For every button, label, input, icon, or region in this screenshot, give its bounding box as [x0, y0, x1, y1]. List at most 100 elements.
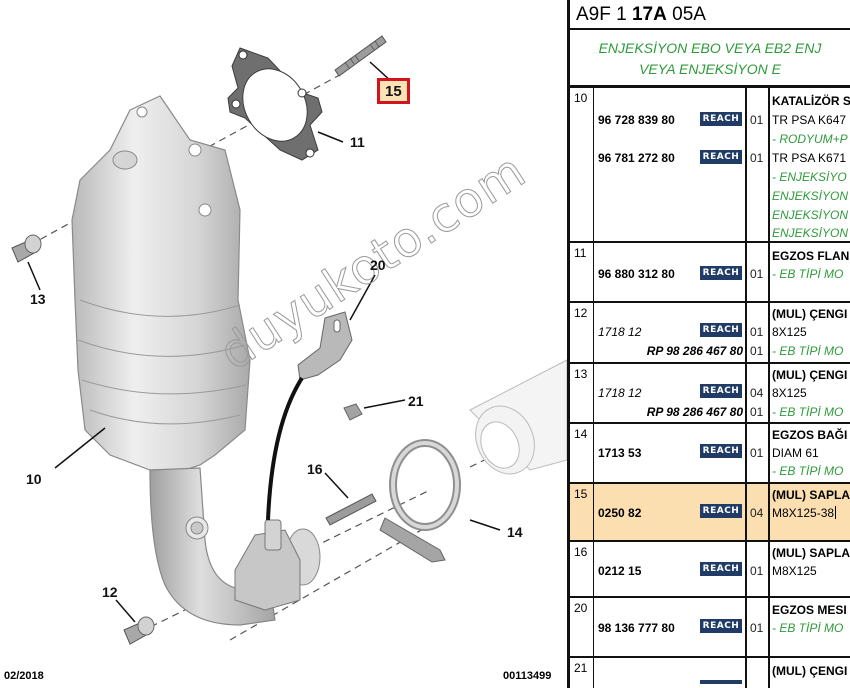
table-row-14[interactable]: 14 1713 53 REACH 01 EGZOS BAĞI DIAM 61 -…: [570, 424, 850, 484]
callout-10[interactable]: 10: [26, 471, 42, 487]
item-number: 21: [570, 658, 594, 688]
description-cell: (MUL) ÇENGI 8X125 - EB TİPİ MO: [770, 303, 850, 362]
description-cell: EGZOS MESI - EB TİPİ MO: [770, 598, 850, 656]
group-code-bold: 17A: [631, 4, 667, 25]
quantity-cell: [747, 658, 770, 688]
callout-11[interactable]: 11: [350, 134, 365, 150]
callout-14[interactable]: 14: [507, 524, 523, 540]
quantity: 04: [750, 506, 764, 520]
table-row-12[interactable]: 12 1718 12 REACH RP 98 286 467 80 01 01 …: [570, 303, 850, 364]
reach-badge: REACH: [700, 112, 742, 126]
description-note: - EB TİPİ MO: [772, 464, 844, 478]
reach-badge: REACH: [700, 266, 742, 280]
footer-date: 02/2018: [4, 670, 44, 682]
quantity: 01: [750, 564, 764, 578]
reach-badge: REACH: [700, 323, 742, 337]
description-title: (MUL) ÇENGI: [772, 307, 848, 321]
parts-group-code: A9F 1 17A 05A: [570, 0, 850, 30]
callout-12[interactable]: 12: [102, 584, 118, 600]
description-line: 8X125: [772, 325, 807, 339]
part-number[interactable]: 96 781 272 80: [598, 151, 675, 165]
description-cell: KATALİZÖR S TR PSA K647 - RODYUM+P TR PS…: [770, 88, 850, 241]
replacement-part-number[interactable]: RP 98 286 467 80: [646, 405, 743, 419]
description-title: EGZOS MESI: [772, 603, 847, 617]
exhaust-pipe: [469, 359, 567, 475]
description-note: ENJEKSİYON: [772, 208, 849, 222]
part-number[interactable]: 96 880 312 80: [598, 267, 675, 281]
reach-badge: REACH: [700, 444, 742, 458]
table-row-10[interactable]: 10 96 728 839 80 REACH 96 781 272 80 REA…: [570, 88, 850, 243]
footer-reference-number: 00113499: [503, 670, 552, 682]
description-cell: (MUL) ÇENGI: [770, 658, 850, 688]
quantity: 01: [750, 113, 764, 127]
description-note: - ENJEKSİYO: [772, 170, 847, 184]
quantity: 01: [750, 267, 764, 281]
callout-15-selected[interactable]: 15: [377, 78, 410, 104]
callout-13[interactable]: 13: [30, 291, 46, 307]
table-row-13[interactable]: 13 1718 12 REACH RP 98 286 467 80 04 01 …: [570, 364, 850, 424]
reference-cell: 1713 53 REACH: [594, 424, 747, 482]
part-number[interactable]: 1718 12: [598, 325, 642, 339]
description-cell: (MUL) ÇENGI 8X125 - EB TİPİ MO: [770, 364, 850, 422]
diagram-illustration: [11, 35, 567, 645]
description-cell: EGZOS FLAN - EB TİPİ MO: [770, 243, 850, 301]
item-number: 12: [570, 303, 594, 362]
item-number: 16: [570, 542, 594, 596]
table-row-20[interactable]: 20 98 136 777 80 REACH 01 EGZOS MESI - E…: [570, 598, 850, 658]
reference-cell: 96 880 312 80 REACH: [594, 243, 747, 301]
description-line: M8X125: [772, 564, 817, 578]
table-row-16[interactable]: 16 0212 15 REACH 01 (MUL) SAPLA M8X125: [570, 542, 850, 598]
reference-cell: 96 728 839 80 REACH 96 781 272 80 REACH: [594, 88, 747, 241]
reach-badge: REACH: [700, 150, 742, 164]
item-number: 14: [570, 424, 594, 482]
quantity-cell: 01 01: [747, 88, 770, 241]
subtitle-line-1: ENJEKSİYON EBO VEYA EB2 ENJ: [598, 40, 822, 56]
quantity: 04: [750, 386, 764, 400]
reference-cell: [594, 658, 747, 688]
quantity: 01: [750, 405, 764, 419]
stud-16: [325, 493, 377, 526]
table-row-15-selected[interactable]: 15 0250 82 REACH 04 (MUL) SAPLA M8X125-3…: [570, 484, 850, 542]
item-number: 20: [570, 598, 594, 656]
bracket-20: [297, 311, 353, 381]
callout-21[interactable]: 21: [408, 393, 424, 409]
part-number[interactable]: 1713 53: [598, 446, 642, 460]
nut-13: [11, 234, 42, 263]
exhaust-clamp: [379, 439, 461, 563]
description-line: TR PSA K647: [772, 113, 847, 127]
description-line-with-cursor: M8X125-38: [772, 504, 837, 522]
part-number[interactable]: 1718 12: [598, 386, 642, 400]
reach-badge: REACH: [700, 562, 742, 576]
part-number[interactable]: 0212 15: [598, 564, 642, 578]
table-row-21[interactable]: 21 (MUL) ÇENGI: [570, 658, 850, 688]
catalytic-converter: [71, 95, 321, 626]
item-number: 13: [570, 364, 594, 422]
part-number[interactable]: 96 728 839 80: [598, 113, 675, 127]
description-note: ENJEKSİYON: [772, 226, 849, 240]
description-cell: EGZOS BAĞI DIAM 61 - EB TİPİ MO: [770, 424, 850, 482]
item-number: 10: [570, 88, 594, 241]
reference-cell: 0212 15 REACH: [594, 542, 747, 596]
quantity: 01: [750, 621, 764, 635]
callout-20[interactable]: 20: [370, 257, 386, 273]
item-number: 15: [570, 484, 594, 540]
part-number[interactable]: 98 136 777 80: [598, 621, 675, 635]
stud-15: [334, 35, 387, 77]
quantity-cell: 01 01: [747, 303, 770, 362]
part-number[interactable]: 0250 82: [598, 506, 642, 520]
quantity: 01: [750, 446, 764, 460]
description-title: EGZOS FLAN: [772, 249, 850, 263]
exhaust-gasket: [227, 47, 323, 161]
description-note: - EB TİPİ MO: [772, 267, 844, 281]
nut-12: [123, 616, 155, 645]
quantity: 01: [750, 344, 764, 358]
description-line: TR PSA K671: [772, 151, 847, 165]
description-note: - EB TİPİ MO: [772, 621, 844, 635]
table-row-11[interactable]: 11 96 880 312 80 REACH 01 EGZOS FLAN - E…: [570, 243, 850, 303]
nut-21: [343, 403, 363, 421]
reference-cell: 1718 12 REACH RP 98 286 467 80: [594, 303, 747, 362]
callout-16[interactable]: 16: [307, 461, 323, 477]
description-note: - RODYUM+P: [772, 132, 848, 146]
replacement-part-number[interactable]: RP 98 286 467 80: [646, 344, 743, 358]
exploded-parts-diagram: duyukoto.com 15 11 13 20 21 10 16 14 12 …: [4, 35, 567, 682]
